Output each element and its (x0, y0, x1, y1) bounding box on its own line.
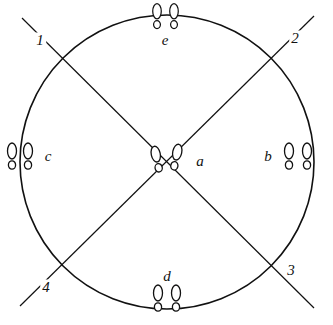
position-label: 1 (34, 33, 46, 48)
position-label: e (160, 33, 171, 48)
position-label: 4 (40, 280, 52, 295)
position-label: b (262, 149, 274, 164)
position-label: d (161, 269, 173, 284)
position-label: 2 (289, 31, 301, 46)
position-label: 3 (285, 263, 297, 278)
position-label: c (43, 149, 54, 164)
position-label: a (194, 154, 206, 169)
